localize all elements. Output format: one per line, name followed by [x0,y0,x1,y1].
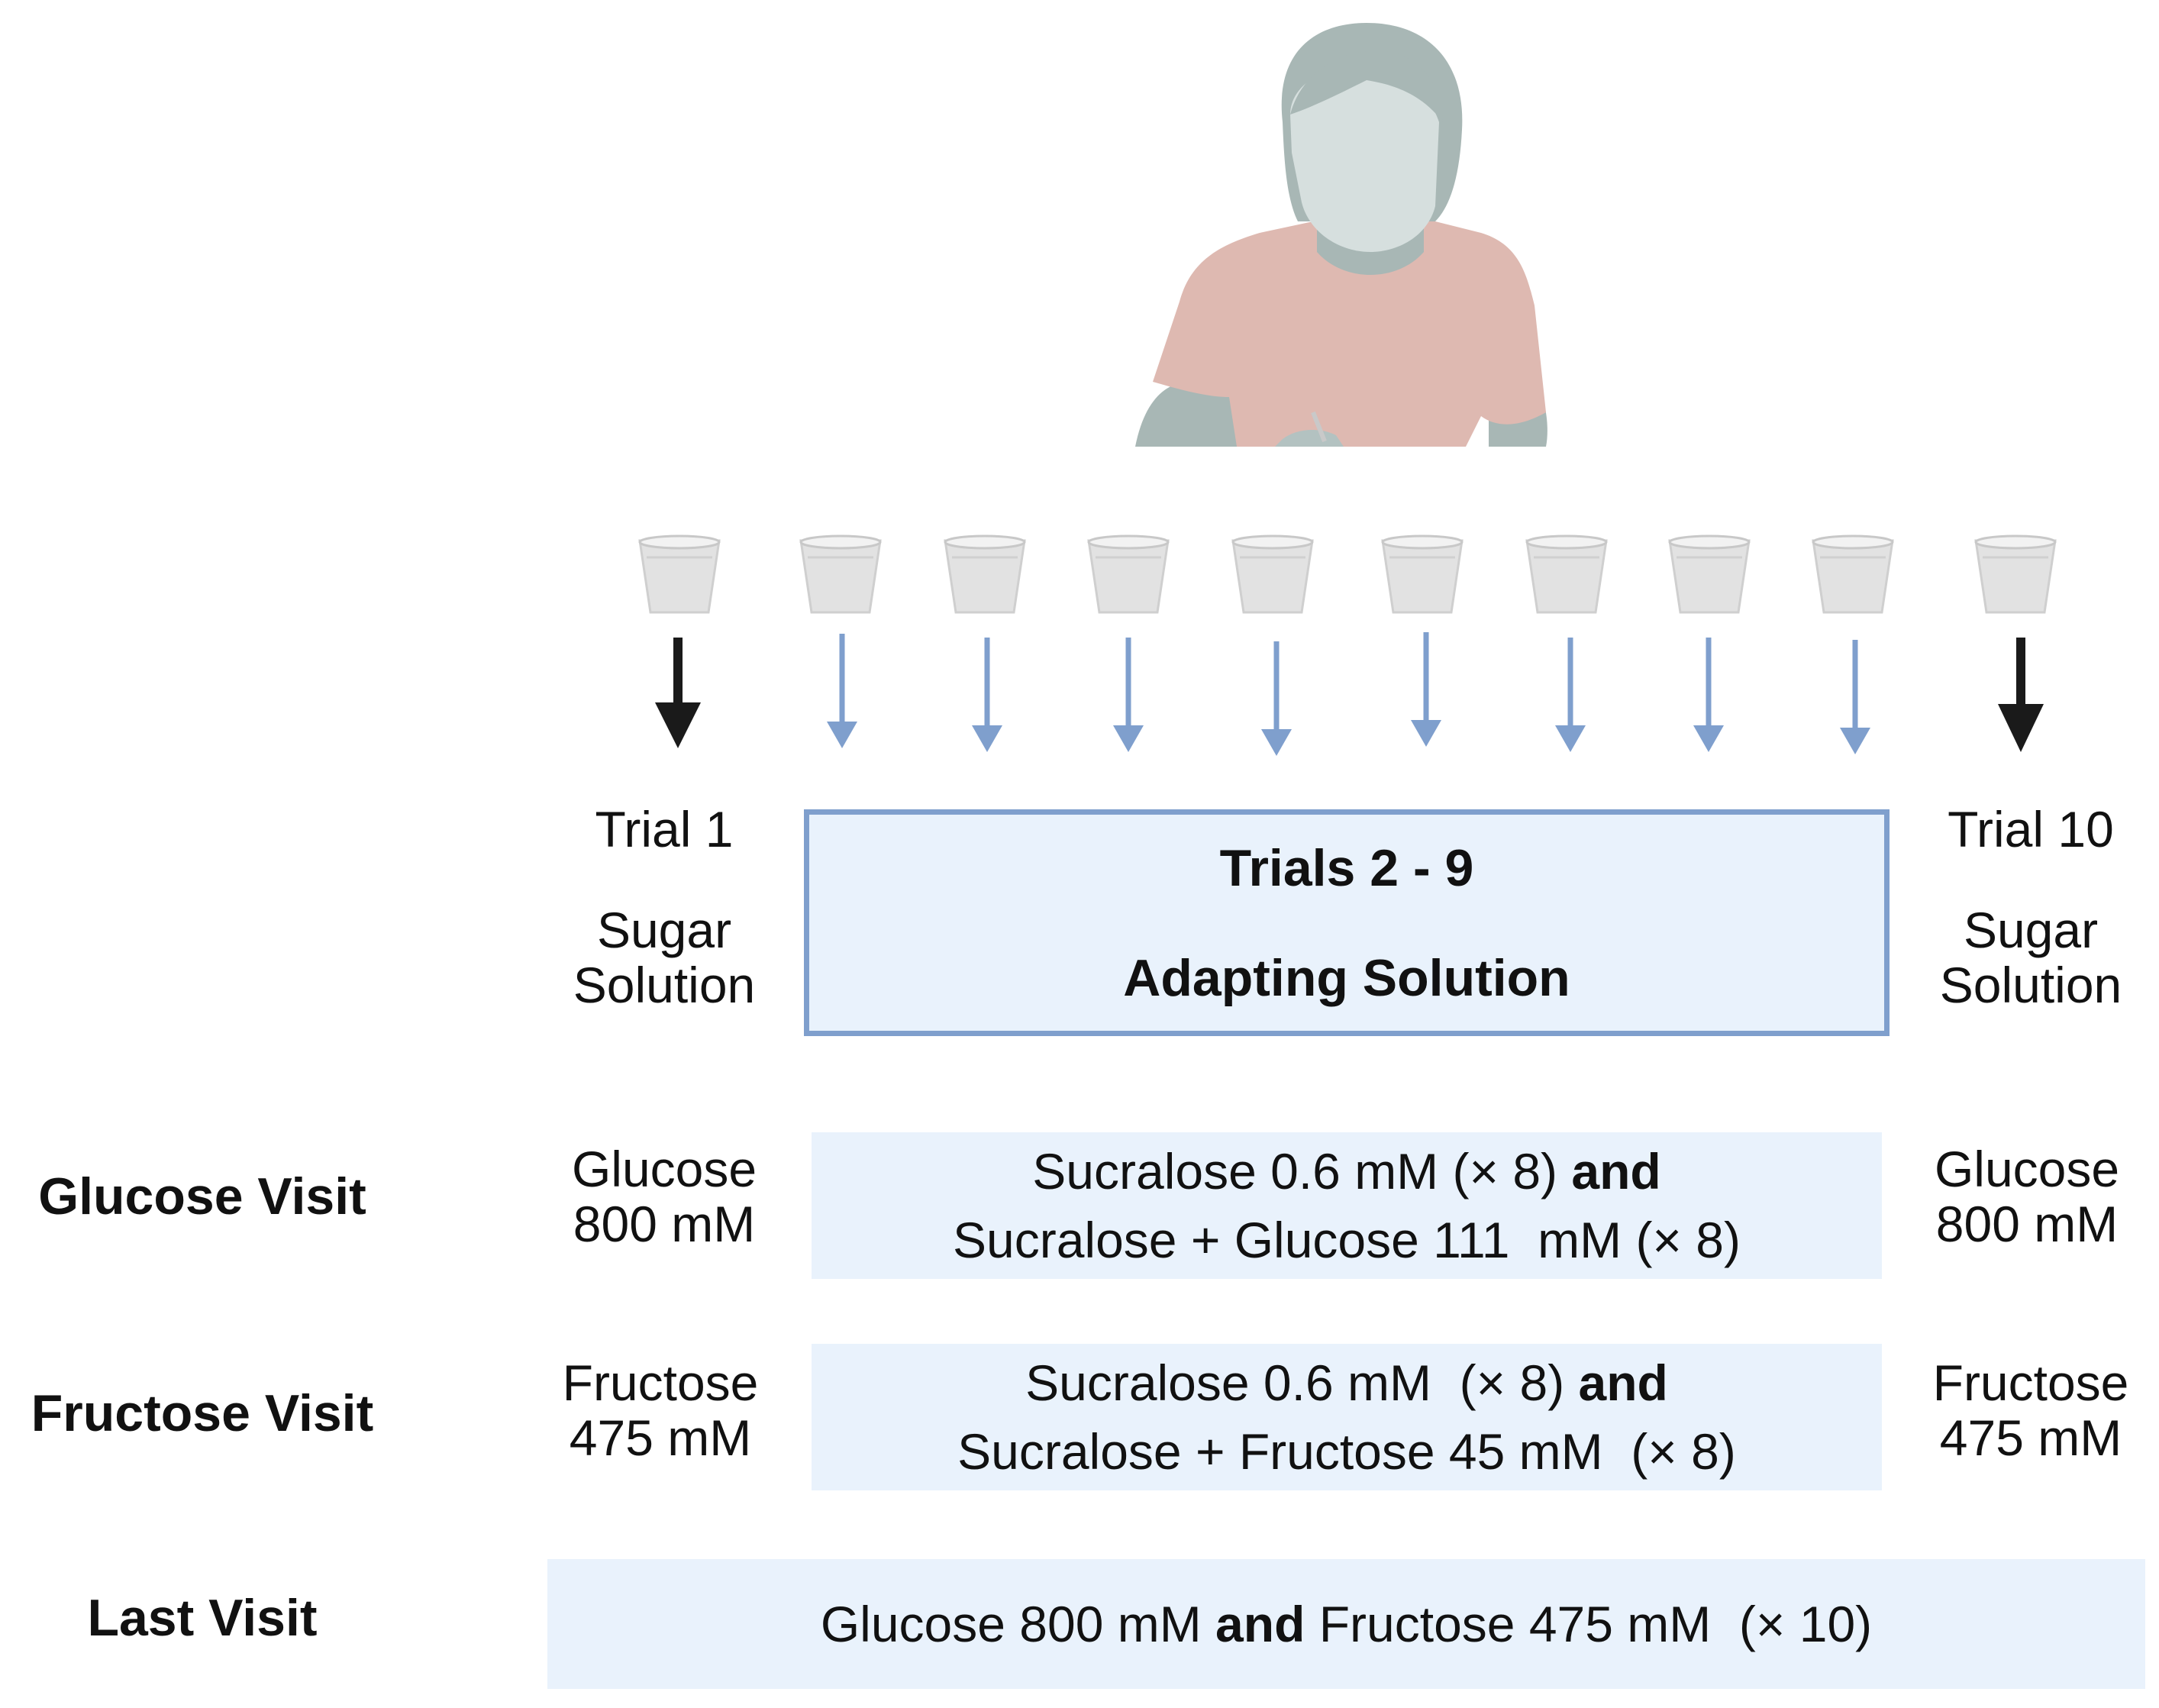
cup-icon [1525,534,1608,614]
cup-icon [799,534,882,614]
adapting-solution-box: Trials 2 - 9 Adapting Solution [804,809,1890,1036]
trial-1-solution: Sugar Solution [573,902,756,1013]
glucose-visit-adapting-panel: Sucralose 0.6 mM (× 8) and Sucralose + G… [812,1132,1882,1279]
glucose-visit-line-1: Sucralose 0.6 mM (× 8) and [1032,1144,1660,1199]
trial-10-label: Trial 10 [1948,801,2114,857]
glucose-visit-trial-10: Glucose 800 mM [1912,1141,2141,1251]
cup-icon [1812,534,1894,614]
fructose-visit-and: and [1578,1354,1668,1411]
cup-icon [1668,534,1751,614]
arrow-trial-10 [1998,638,2044,752]
last-visit-text: Glucose 800 mM and Fructose 475 mM (× 10… [821,1597,1872,1651]
arrow-trial-1 [655,638,701,748]
trial-1-header: Trial 1 Sugar Solution [534,802,794,1012]
glucose-visit-trial-1: Glucose 800 mM [550,1141,779,1251]
cup-icon [1974,534,2057,614]
last-visit-text-post: Fructose 475 mM (× 10) [1305,1596,1873,1652]
cup-icon [638,534,721,614]
cup-icon [1087,534,1170,614]
glucose-visit-left-text: Glucose 800 mM [571,1141,757,1252]
fructose-visit-trial-1: Fructose 475 mM [546,1355,775,1465]
cup-icon [1381,534,1464,614]
glucose-visit-and: and [1571,1143,1661,1199]
trial-10-solution: Sugar Solution [1939,902,2122,1013]
fructose-visit-line-1-text: Sucralose 0.6 mM (× 8) [1025,1354,1579,1411]
fructose-visit-line-2: Sucralose + Fructose 45 mM (× 8) [957,1423,1736,1480]
fructose-visit-label: Fructose Visit [31,1384,374,1442]
fructose-visit-trial-10: Fructose 475 mM [1916,1355,2145,1465]
last-visit-panel: Glucose 800 mM and Fructose 475 mM (× 10… [547,1559,2145,1689]
person-icon [1135,23,1547,447]
trial-10-header: Trial 10 Sugar Solution [1901,802,2159,1012]
glucose-visit-right-text: Glucose 800 mM [1934,1141,2120,1252]
fructose-visit-right-text: Fructose 475 mM [1932,1354,2129,1466]
glucose-visit-line-1-text: Sucralose 0.6 mM (× 8) [1032,1143,1572,1199]
adapting-solution-label: Adapting Solution [1123,948,1570,1007]
fructose-visit-left-text: Fructose 475 mM [562,1354,759,1466]
cup-icon [944,534,1026,614]
glucose-visit-line-2: Sucralose + Glucose 111 mM (× 8) [953,1212,1741,1268]
fructose-visit-line-1: Sucralose 0.6 mM (× 8) and [1025,1355,1668,1410]
arrows-trials-2-9 [827,632,1870,756]
cup-icon [1231,534,1314,614]
last-visit-and: and [1215,1596,1305,1652]
glucose-visit-label: Glucose Visit [38,1167,366,1225]
trials-2-9-label: Trials 2 - 9 [1219,838,1474,897]
trial-1-label: Trial 1 [595,801,734,857]
last-visit-label: Last Visit [87,1589,318,1647]
fructose-visit-adapting-panel: Sucralose 0.6 mM (× 8) and Sucralose + F… [812,1344,1882,1490]
last-visit-text-pre: Glucose 800 mM [820,1596,1216,1652]
arrows [655,632,2044,756]
